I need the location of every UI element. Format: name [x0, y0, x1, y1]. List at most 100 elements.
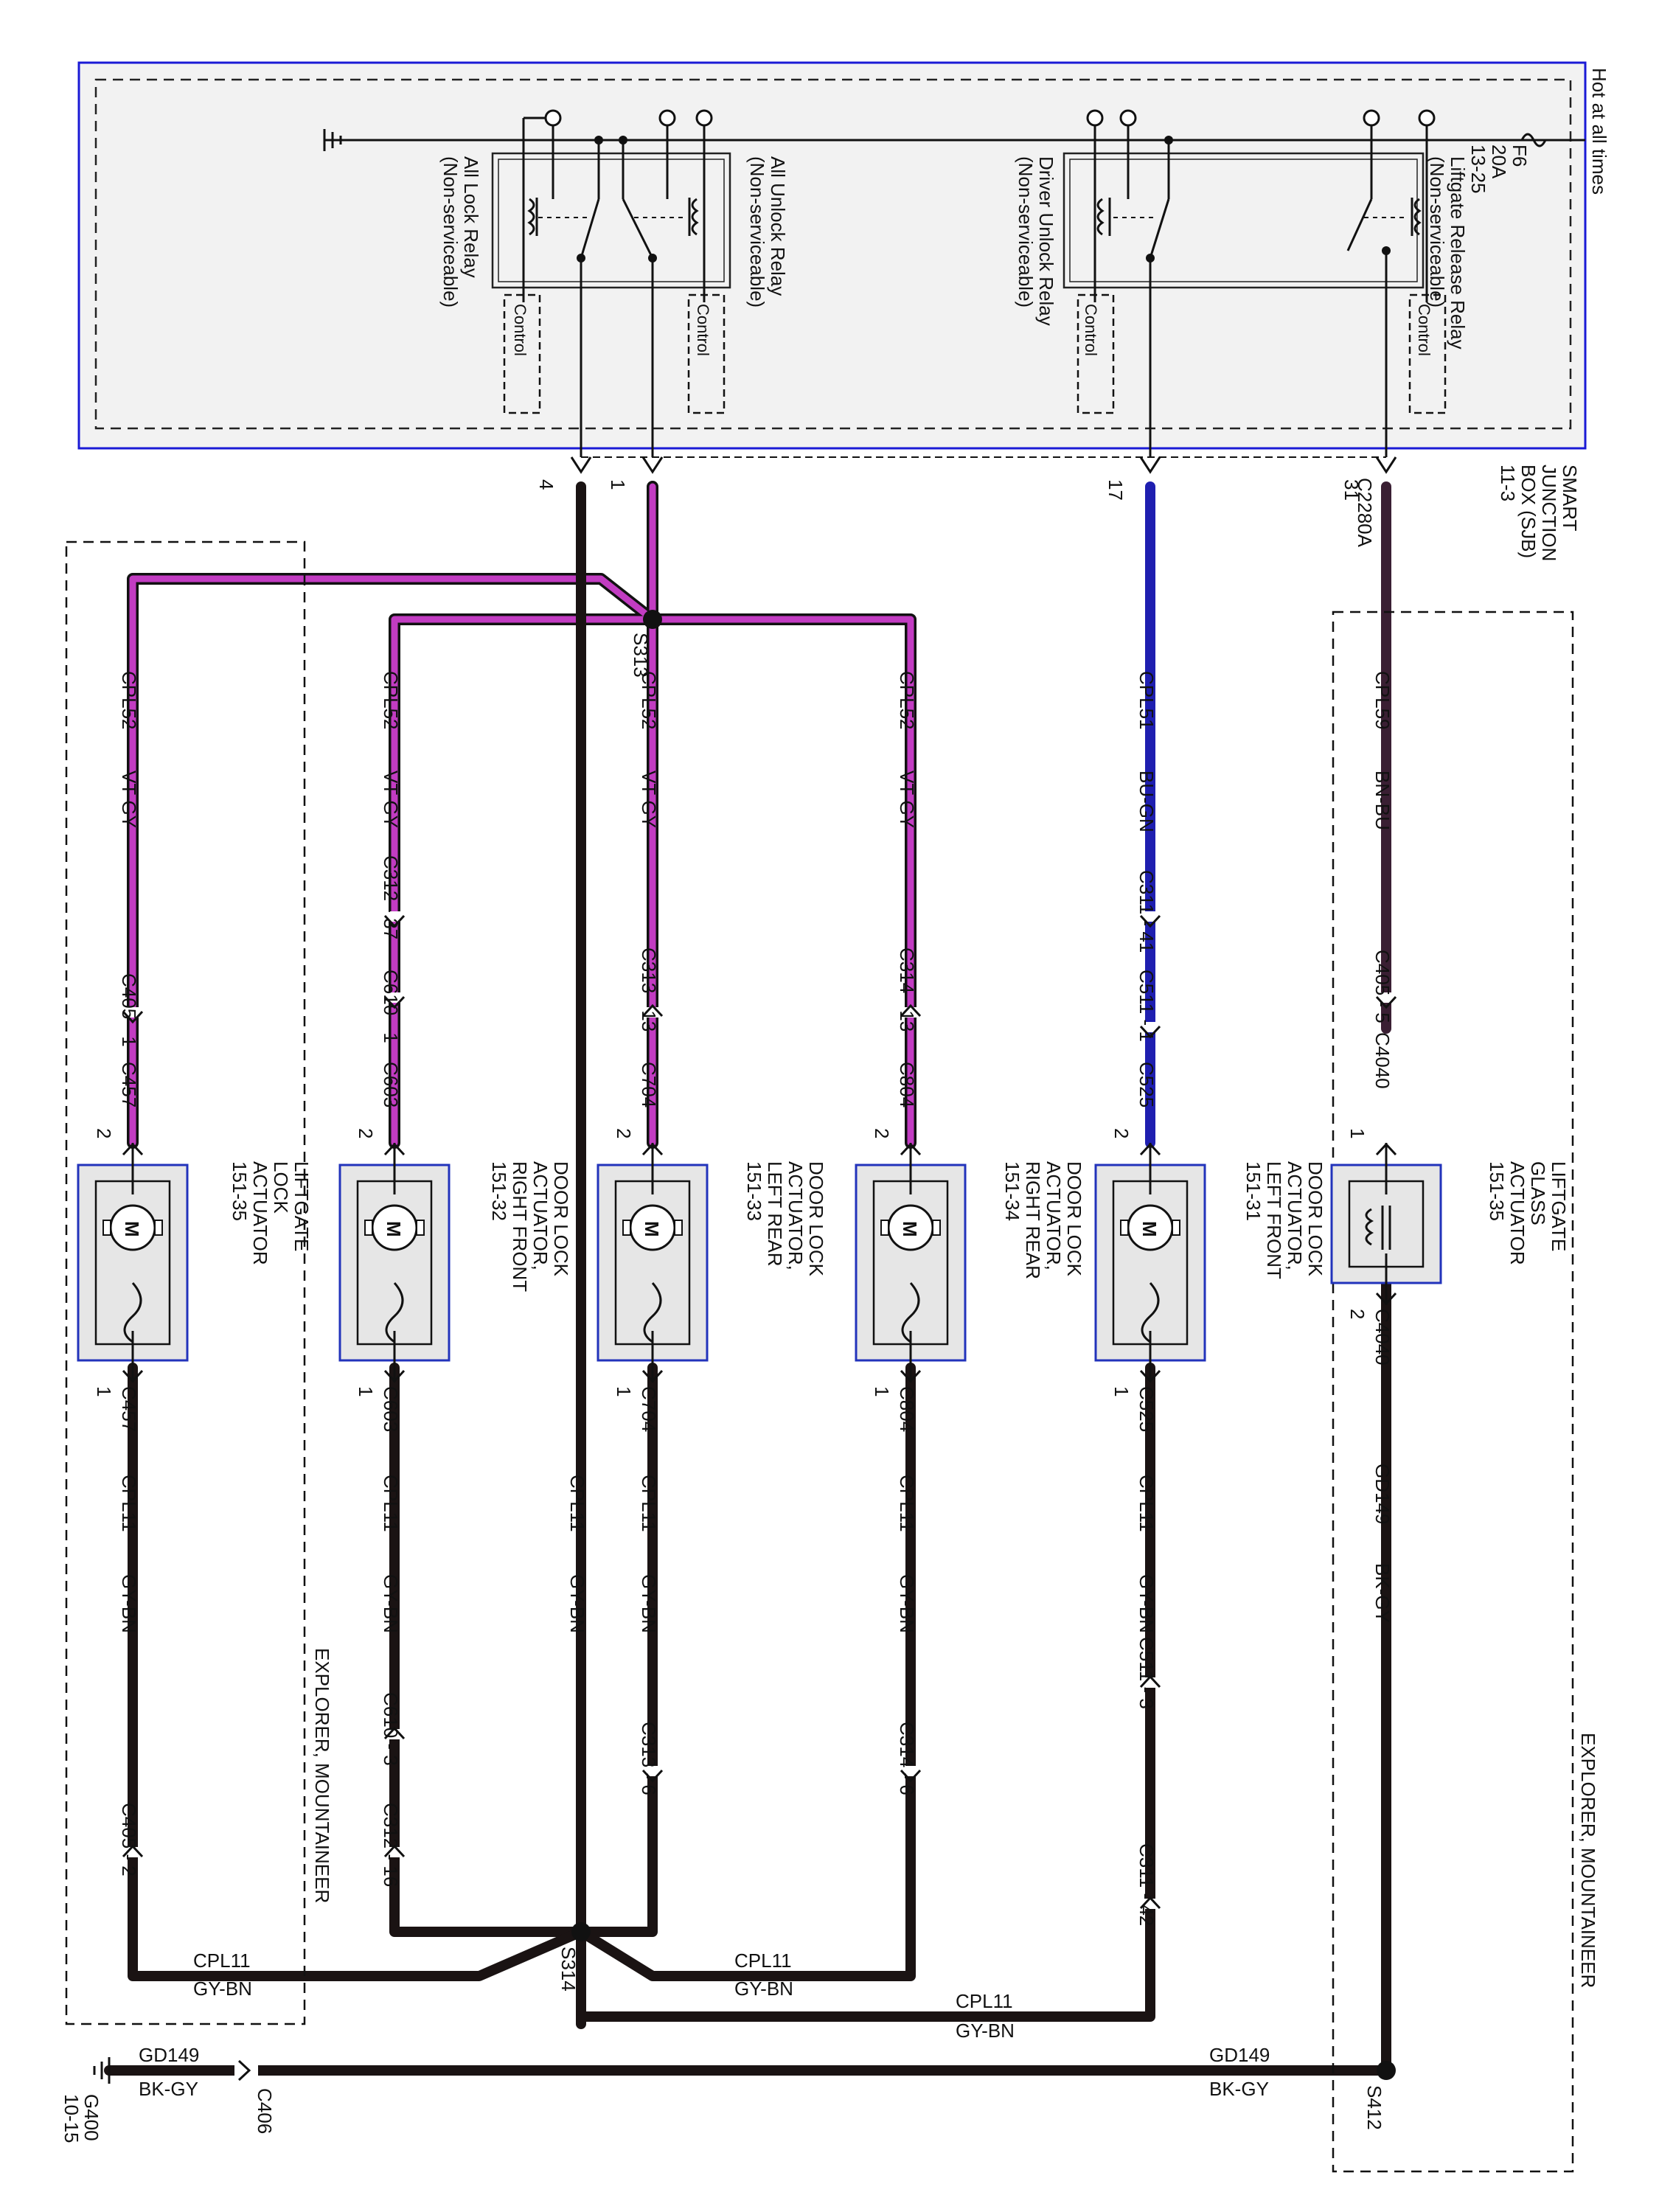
motor-brush-icon [932, 1220, 941, 1236]
wire-gd149-vertical-label-circuit: GD149 [1371, 1464, 1394, 1524]
region-right-dashed [1332, 611, 1574, 2173]
sjb-title-line: JUNCTION [1538, 465, 1560, 561]
splice-s313 [643, 610, 662, 629]
connector-label-c313_6: C313 - 6 [638, 1722, 660, 1795]
connector-label-c525: C525 [1135, 1386, 1158, 1432]
connector-arrow-bottom [122, 1369, 144, 1383]
connector-label-c4040: C4040 [1371, 1032, 1394, 1089]
wire-gd149-h-right-color: BK-GY [1209, 2078, 1269, 2100]
wire-cpl51-label-circuit: CPL51 [1135, 671, 1158, 730]
wire-cpl11-lf-label-color: GY-BN [1135, 1574, 1158, 1633]
connector-label-c804: C804 [896, 1386, 918, 1432]
component-label-line: DOOR LOCK [550, 1161, 572, 1277]
relay-control-label: Control [1415, 304, 1433, 356]
relay-control-label: Control [694, 304, 712, 356]
connector-label-c314_13: C314 - 13 [896, 947, 918, 1032]
sjb-title-line: 11-3 [1497, 465, 1519, 501]
thermal-switch-icon [123, 1282, 142, 1343]
component-label-line: LEFT FRONT [1263, 1161, 1285, 1279]
pin-number-bottom: 1 [93, 1386, 115, 1397]
connector-label-c405_1: C405 - 1 [118, 973, 140, 1047]
smart-junction-box [77, 61, 1587, 474]
component-label-line: 151-32 [488, 1161, 510, 1221]
fuse-rating: 20A [1488, 145, 1510, 179]
connector-label-c311_41: C311 - 41 [1135, 870, 1158, 953]
relay-frame-driver-liftgate [1062, 152, 1425, 289]
pin-number-bottom: 2 [1346, 1309, 1368, 1319]
ground-g400-icon [93, 2057, 111, 2084]
sjb-title-line: BOX (SJB) [1517, 465, 1540, 558]
splice-s412 [1377, 2061, 1396, 2080]
wire-cpl11-lf-label-circuit: CPL11 [1135, 1475, 1158, 1532]
connector-label-c704: C704 [638, 1386, 660, 1432]
motor-symbol: M [383, 1221, 405, 1237]
wire-cpl11-h-lf-color: GY-BN [956, 2020, 1015, 2042]
component-label-line: DOOR LOCK [805, 1161, 827, 1277]
wire-cpl11-h-lg-circuit: CPL11 [193, 1950, 251, 1972]
wire-cpl11-main-label-color: GY-BN [566, 1574, 588, 1633]
wire-cpl11-h-lf-circuit: CPL11 [956, 1990, 1013, 2012]
sjb-pin-number: 31 [1340, 479, 1363, 501]
component-label-line: 151-34 [1001, 1161, 1023, 1221]
pin-number-bottom: 1 [871, 1386, 893, 1397]
thermal-switch-icon [643, 1282, 662, 1343]
pin-number-top: 2 [355, 1128, 377, 1138]
connector-label-c511_1: C511 - 1 [1135, 970, 1158, 1042]
relay-note: (Non-serviceable) [1015, 156, 1037, 307]
motor-brush-icon [364, 1220, 373, 1236]
connector-arrow-top [383, 1142, 406, 1156]
component-label-line: 151-35 [1486, 1161, 1508, 1221]
splice-s314 [571, 1922, 591, 1941]
fuse-ref: 13-25 [1467, 145, 1489, 194]
sjb-outline [77, 61, 1587, 450]
component-label-line: LOCK [270, 1161, 292, 1214]
wire-cpl51-label-color: BU-GN [1135, 771, 1158, 832]
relay-note: (Non-serviceable) [746, 156, 768, 307]
connector-label-c405_2: C405 - 2 [118, 1803, 140, 1877]
pin-number-top: 2 [1110, 1128, 1133, 1138]
sjb-pin-number: 4 [535, 479, 557, 490]
motor-brush-icon [154, 1220, 163, 1236]
component-label-line: GLASS [1527, 1161, 1549, 1225]
connector-arrow-bottom [641, 1369, 664, 1383]
wire-cpl11-lg-label-color: GY-BN [118, 1574, 140, 1633]
labels: Hot at all timesF620A13-25SMARTJUNCTIONB… [60, 68, 1610, 2143]
thermal-switch-icon [1141, 1282, 1160, 1343]
wire-gd149-h-right-circuit: GD149 [1209, 2044, 1270, 2066]
relay-name: All Unlock Relay [767, 156, 789, 296]
relay-name: Driver Unlock Relay [1035, 156, 1057, 326]
component-label-line: LIFTGATE [1548, 1161, 1570, 1251]
relay-name: All Lock Relay [460, 156, 482, 278]
wire-cpl52 [127, 481, 917, 1149]
wire-cpl11 [128, 481, 1155, 2029]
connector-label-c804: C804 [896, 1062, 918, 1107]
splice-s313-label: S313 [630, 633, 652, 678]
wire-gd149-h-left-color: BK-GY [139, 2078, 198, 2100]
component-label-line: RIGHT FRONT [509, 1161, 531, 1292]
wire-cpl52-rr-label-color: VT-GY [896, 771, 918, 828]
connector-label-c610_3: C610 - 3 [380, 1692, 402, 1766]
actuator-coil-icon [1365, 1208, 1374, 1246]
wire-gd149-h-left-circuit: GD149 [139, 2044, 199, 2066]
pin-number-top: 2 [93, 1128, 115, 1138]
component-label-line: RIGHT REAR [1022, 1161, 1044, 1279]
component-label-line: LIFTGATE [291, 1161, 313, 1251]
connector-label-c406: C406 [254, 2088, 276, 2134]
motor-symbol: M [1138, 1221, 1161, 1237]
thermal-switch-icon [901, 1282, 920, 1343]
pin-number-bottom: 1 [1110, 1386, 1133, 1397]
motor-brush-icon [674, 1220, 683, 1236]
wire-cpl11-h-rr-circuit: CPL11 [734, 1950, 792, 1972]
wire-cpl11-h-rr-color: GY-BN [734, 1978, 793, 2000]
motor-brush-icon [102, 1220, 111, 1236]
relay-frame-lock-unlock [491, 152, 731, 289]
connector-arrow-top [900, 1142, 922, 1156]
connector-label-c457: C457 [118, 1062, 140, 1107]
connector-arrow-top [1375, 1142, 1397, 1156]
component-label-line: ACTUATOR, [785, 1161, 807, 1270]
wire-cpl52-rf-label-circuit: CPL52 [380, 671, 402, 730]
